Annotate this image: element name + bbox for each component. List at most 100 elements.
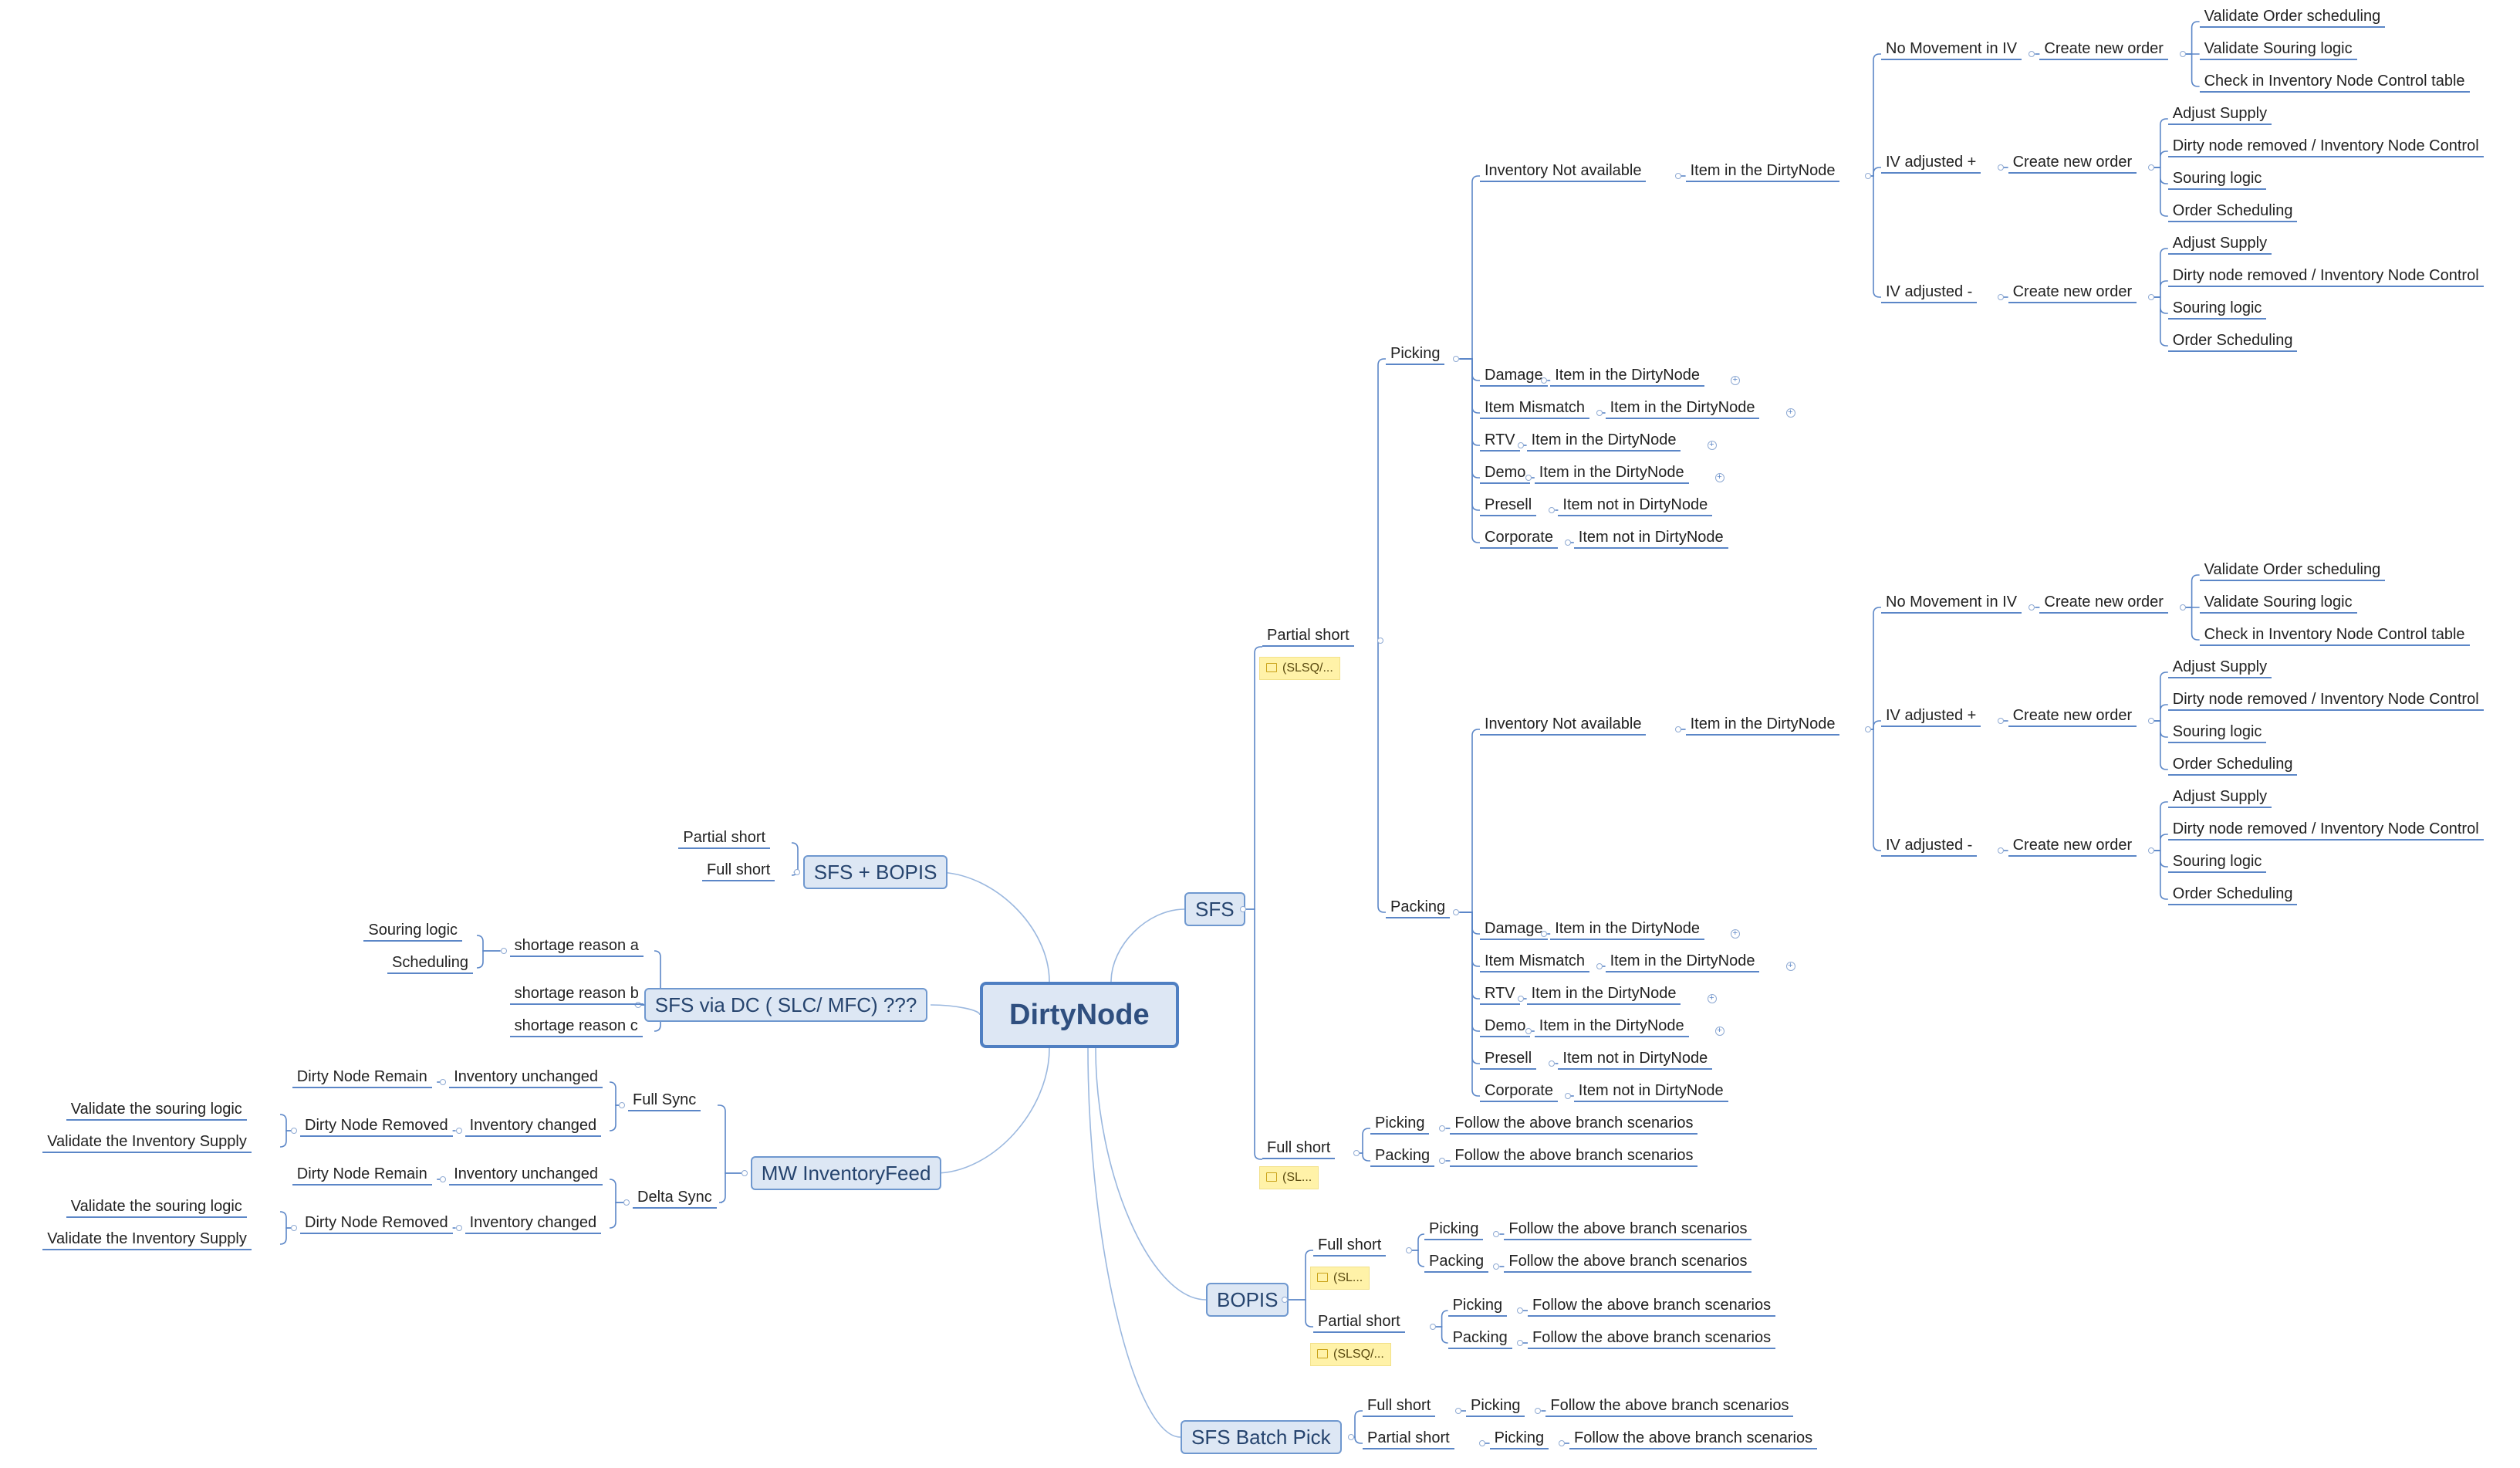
expand-plus-icon[interactable]: [1715, 470, 1724, 484]
collapse-toggle-icon[interactable]: [1549, 507, 1556, 513]
packing[interactable]: Packing: [1386, 897, 1451, 918]
rtv[interactable]: RTV: [1480, 430, 1520, 452]
collapse-toggle-icon[interactable]: [455, 1225, 462, 1231]
collapse-toggle-icon[interactable]: [1549, 1060, 1556, 1067]
item-in-dirtynode[interactable]: Item in the DirtyNode: [1605, 397, 1760, 419]
collapse-toggle-icon[interactable]: [1525, 1028, 1532, 1034]
main-branch-sfs[interactable]: SFS: [1184, 892, 1245, 926]
collapse-toggle-icon[interactable]: [2179, 51, 2186, 57]
dirty-node-remain[interactable]: Dirty Node Remain: [292, 1067, 432, 1088]
dirty-node-removed-control[interactable]: Dirty node removed / Inventory Node Cont…: [2167, 689, 2484, 711]
item-in-dirtynode[interactable]: Item in the DirtyNode: [1605, 951, 1760, 972]
item-in-dirtynode[interactable]: Item in the DirtyNode: [1534, 1016, 1689, 1037]
corporate[interactable]: Corporate: [1480, 527, 1558, 549]
collapse-toggle-icon[interactable]: [1478, 1440, 1485, 1446]
collapse-toggle-icon[interactable]: [1997, 294, 2004, 300]
collapse-toggle-icon[interactable]: [1864, 726, 1871, 732]
collapse-toggle-icon[interactable]: [1239, 906, 1246, 912]
validate-souring-logic[interactable]: Validate Souring logic: [2199, 592, 2357, 614]
iv-adjusted-plus[interactable]: IV adjusted +: [1881, 705, 1981, 727]
collapse-toggle-icon[interactable]: [1596, 410, 1603, 416]
picking[interactable]: Picking: [1447, 1295, 1508, 1317]
collapse-toggle-icon[interactable]: [1439, 1125, 1446, 1131]
collapse-toggle-icon[interactable]: [1406, 1247, 1412, 1253]
collapse-toggle-icon[interactable]: [619, 1102, 625, 1108]
collapse-toggle-icon[interactable]: [291, 1225, 297, 1231]
iv-adjusted-plus[interactable]: IV adjusted +: [1881, 152, 1981, 174]
check-inventory-node-control[interactable]: Check in Inventory Node Control table: [2199, 624, 2470, 646]
collapse-toggle-icon[interactable]: [1564, 1093, 1571, 1099]
shortage-reason-b[interactable]: shortage reason b: [509, 983, 644, 1005]
picking[interactable]: Picking: [1370, 1113, 1430, 1135]
full-sync[interactable]: Full Sync: [628, 1090, 701, 1111]
item-in-dirtynode[interactable]: Item in the DirtyNode: [1526, 983, 1681, 1005]
souring-logic[interactable]: Souring logic: [2167, 298, 2267, 320]
collapse-toggle-icon[interactable]: [440, 1079, 447, 1085]
item-in-dirtynode[interactable]: Item in the DirtyNode: [1685, 714, 1840, 736]
expand-plus-icon[interactable]: [1785, 405, 1795, 419]
create-new-order[interactable]: Create new order: [2039, 39, 2168, 60]
main-branch-sfs-bopis[interactable]: SFS + BOPIS: [802, 855, 948, 889]
follow-above-branch[interactable]: Follow the above branch scenarios: [1528, 1295, 1776, 1317]
expand-plus-icon[interactable]: [1715, 1023, 1724, 1037]
create-new-order[interactable]: Create new order: [2039, 592, 2168, 614]
dirty-node-removed-control[interactable]: Dirty node removed / Inventory Node Cont…: [2167, 136, 2484, 157]
damage[interactable]: Damage: [1480, 365, 1548, 387]
picking[interactable]: Picking: [1489, 1428, 1549, 1449]
validate-inventory-supply[interactable]: Validate the Inventory Supply: [42, 1229, 252, 1250]
inventory-changed[interactable]: Inventory changed: [464, 1213, 602, 1234]
collapse-toggle-icon[interactable]: [1674, 173, 1681, 179]
item-mismatch[interactable]: Item Mismatch: [1480, 951, 1590, 972]
collapse-toggle-icon[interactable]: [1596, 963, 1603, 969]
collapse-toggle-icon[interactable]: [1674, 726, 1681, 732]
presell[interactable]: Presell: [1480, 1048, 1537, 1070]
validate-souring-logic[interactable]: Validate the souring logic: [66, 1099, 247, 1121]
collapse-toggle-icon[interactable]: [1997, 847, 2004, 854]
order-scheduling[interactable]: Order Scheduling: [2167, 754, 2298, 776]
inventory-unchanged[interactable]: Inventory unchanged: [449, 1164, 603, 1186]
collapse-toggle-icon[interactable]: [2147, 847, 2154, 854]
validate-inventory-supply[interactable]: Validate the Inventory Supply: [42, 1131, 252, 1153]
item-not-in-dirtynode[interactable]: Item not in DirtyNode: [1558, 495, 1713, 516]
collapse-toggle-icon[interactable]: [440, 1176, 447, 1182]
adjust-supply[interactable]: Adjust Supply: [2167, 786, 2272, 808]
inventory-unchanged[interactable]: Inventory unchanged: [449, 1067, 603, 1088]
main-branch-mw-inventoryfeed[interactable]: MW InventoryFeed: [750, 1156, 942, 1190]
main-branch-sfs-batch-pick[interactable]: SFS Batch Pick: [1181, 1420, 1342, 1454]
collapse-toggle-icon[interactable]: [1347, 1434, 1354, 1440]
collapse-toggle-icon[interactable]: [623, 1199, 630, 1206]
expand-plus-icon[interactable]: [1707, 991, 1717, 1005]
partial-short[interactable]: Partial short: [1363, 1428, 1454, 1449]
delta-sync[interactable]: Delta Sync: [633, 1187, 717, 1209]
packing[interactable]: Packing: [1424, 1251, 1489, 1273]
follow-above-branch[interactable]: Follow the above branch scenarios: [1450, 1145, 1698, 1167]
collapse-toggle-icon[interactable]: [1517, 442, 1524, 448]
inventory-not-available[interactable]: Inventory Not available: [1480, 714, 1647, 736]
collapse-toggle-icon[interactable]: [741, 1170, 748, 1176]
order-scheduling[interactable]: Order Scheduling: [2167, 330, 2298, 352]
collapse-toggle-icon[interactable]: [1429, 1324, 1436, 1330]
collapse-toggle-icon[interactable]: [1455, 1408, 1461, 1414]
note-callout[interactable]: (SL...: [1310, 1267, 1370, 1290]
dirty-node-removed[interactable]: Dirty Node Removed: [300, 1115, 453, 1137]
souring-logic[interactable]: Souring logic: [2167, 168, 2267, 190]
shortage-reason-c[interactable]: shortage reason c: [509, 1016, 643, 1037]
collapse-toggle-icon[interactable]: [1517, 1340, 1523, 1346]
partial-short[interactable]: Partial short: [1262, 625, 1354, 647]
iv-adjusted-minus[interactable]: IV adjusted -: [1881, 835, 1978, 857]
main-branch-sfs-via-dc[interactable]: SFS via DC ( SLC/ MFC) ???: [644, 988, 928, 1022]
picking[interactable]: Picking: [1466, 1395, 1525, 1417]
corporate[interactable]: Corporate: [1480, 1081, 1558, 1102]
item-in-dirtynode[interactable]: Item in the DirtyNode: [1534, 462, 1689, 484]
note-callout[interactable]: (SLSQ/...: [1310, 1343, 1391, 1366]
expand-plus-icon[interactable]: [1731, 926, 1741, 940]
item-mismatch[interactable]: Item Mismatch: [1480, 397, 1590, 419]
collapse-toggle-icon[interactable]: [500, 948, 507, 954]
collapse-toggle-icon[interactable]: [1353, 1150, 1360, 1156]
collapse-toggle-icon[interactable]: [291, 1128, 297, 1134]
collapse-toggle-icon[interactable]: [1559, 1440, 1565, 1446]
follow-above-branch[interactable]: Follow the above branch scenarios: [1504, 1219, 1752, 1240]
item-in-dirtynode[interactable]: Item in the DirtyNode: [1526, 430, 1681, 452]
souring-logic[interactable]: Souring logic: [363, 920, 463, 942]
validate-order-scheduling[interactable]: Validate Order scheduling: [2199, 6, 2386, 28]
